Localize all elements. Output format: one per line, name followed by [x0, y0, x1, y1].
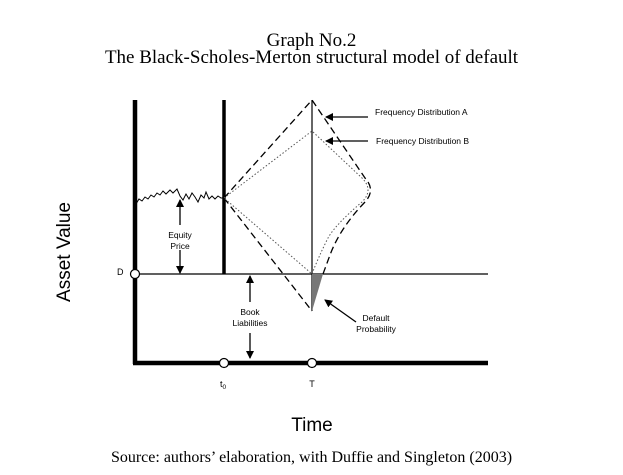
book-label-2: Liabilities — [233, 318, 268, 328]
default-label-1: Default — [363, 313, 391, 323]
frequency-distribution-b — [223, 130, 369, 275]
equity-price-path — [135, 188, 224, 205]
default-arrow — [324, 299, 357, 323]
t-point — [306, 357, 318, 369]
d-point — [129, 268, 141, 280]
t0-point — [218, 357, 230, 369]
graph-title: Graph No.2 — [266, 30, 357, 51]
source-note: Source: authors’ elaboration, with Duffi… — [110, 449, 513, 466]
default-probability-area — [312, 274, 323, 311]
freq-a-label: Frequency Distribution A — [375, 107, 468, 117]
frequency-distribution-a-lower — [223, 197, 313, 312]
d-label: D — [117, 267, 124, 277]
equity-label-1: Equity — [168, 230, 192, 240]
t-label: T — [309, 379, 315, 389]
t0-label: t0 — [220, 379, 227, 391]
frequency-distribution-a — [223, 98, 372, 275]
equity-label-2: Price — [170, 241, 190, 251]
graph-subtitle: The Black-Scholes-Merton structural mode… — [104, 47, 519, 68]
book-label-1: Book — [240, 307, 260, 317]
default-label-2: Probability — [356, 324, 396, 334]
freq-b-label: Frequency Distribution B — [376, 136, 469, 146]
y-axis-label: Asset Value — [54, 202, 75, 302]
x-axis-label: Time — [291, 415, 333, 436]
